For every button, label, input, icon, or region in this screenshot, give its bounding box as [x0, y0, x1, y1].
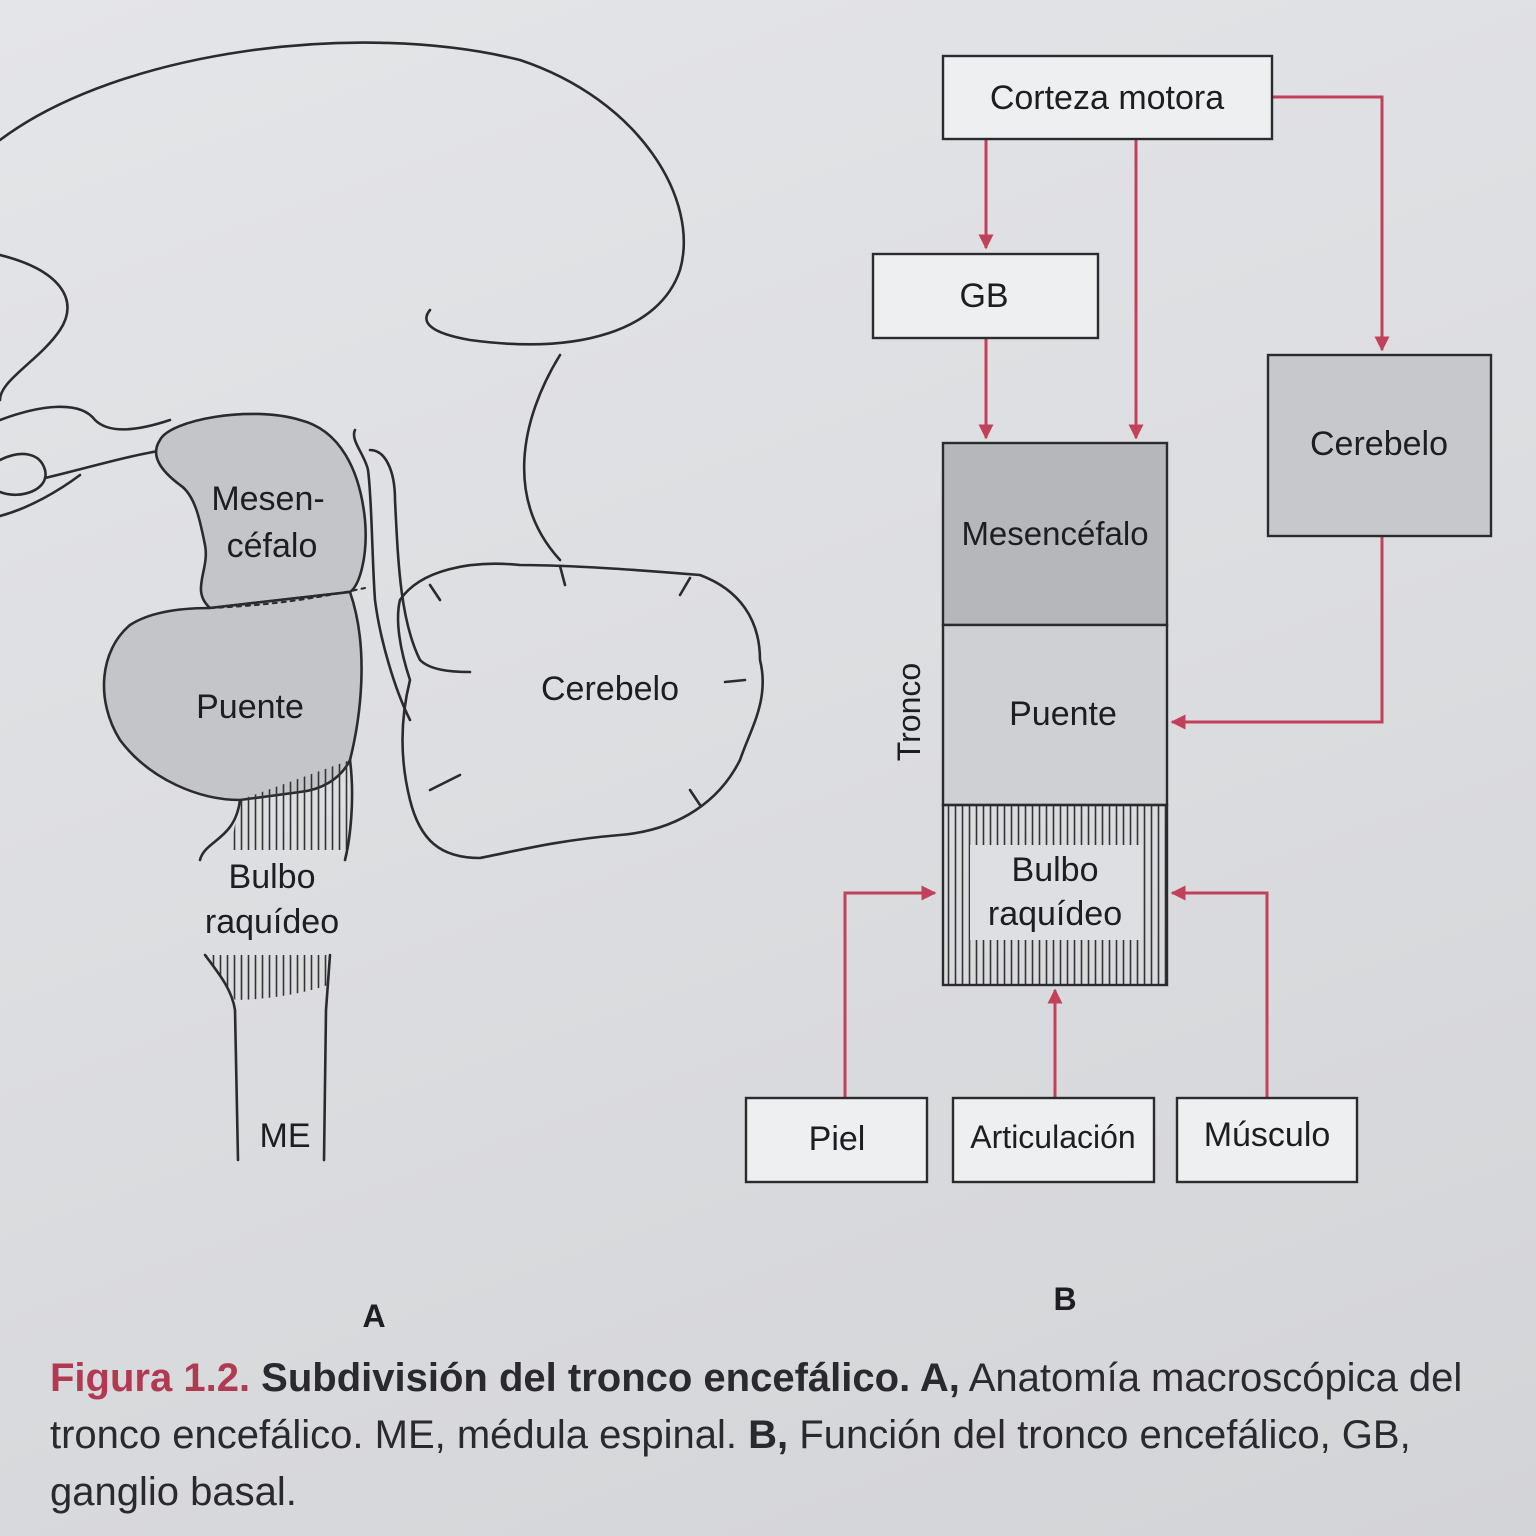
cerebelo-fissure-1 — [428, 583, 442, 602]
bulbo-outline-left — [198, 798, 242, 862]
box-bulbo-label-bg — [970, 845, 1142, 940]
label-a-puente: Puente — [196, 688, 304, 726]
arrow-cerebelo-puente — [1170, 537, 1384, 730]
arrow-corteza-cerebelo — [1272, 95, 1390, 352]
label-b-articulacion: Articulación — [970, 1119, 1135, 1155]
label-b-tronco: Tronco — [891, 663, 927, 761]
panel-b-boxes — [744, 54, 1493, 1184]
caption-b-text: Función del tronco encefálico, GB, gangl… — [50, 1413, 1411, 1514]
panel-letter-a: A — [362, 1298, 385, 1334]
mesencefalo-puente-boundary — [209, 587, 366, 609]
nerve-bundle-2 — [0, 473, 82, 518]
label-b-musculo: Músculo — [1204, 1116, 1331, 1154]
box-piel — [744, 1096, 929, 1184]
box-gb — [871, 252, 1100, 340]
cerebelo-fissure-5 — [688, 788, 702, 807]
label-b-mesencefalo: Mesencéfalo — [961, 515, 1148, 552]
spinal-cord-left — [203, 953, 240, 1162]
spinal-cord-right — [322, 953, 332, 1162]
label-b-cerebelo: Cerebelo — [1310, 425, 1448, 463]
box-musculo — [1175, 1096, 1359, 1184]
cerebelo-fissure-3 — [678, 576, 692, 597]
box-puente — [941, 623, 1169, 807]
label-b-piel: Piel — [809, 1120, 866, 1158]
panel-b-arrows — [843, 95, 1390, 1097]
label-a-bulbo-2: raquídeo — [205, 903, 339, 941]
label-a-mesencefalo-2: céfalo — [227, 527, 318, 565]
arrow-piel-bulbo — [843, 885, 937, 1097]
caption-a-marker: A, — [910, 1356, 960, 1400]
bulbo-outline-right — [343, 758, 354, 862]
mesencefalo-shape — [154, 412, 367, 610]
caption-figure-number: Figura 1.2. — [50, 1356, 251, 1400]
label-a-cerebelo: Cerebelo — [541, 670, 679, 708]
arrow-musculo-bulbo — [1170, 885, 1269, 1097]
label-b-bulbo-1: Bulbo — [1012, 851, 1099, 889]
nerve-upper — [0, 405, 172, 431]
box-articulacion — [951, 1096, 1156, 1184]
box-corteza-motora — [941, 54, 1274, 141]
label-b-puente: Puente — [1009, 695, 1117, 733]
frontal-lobe-outline — [0, 253, 69, 402]
nerve-lower — [0, 452, 47, 497]
caption-a-text: Anatomía macroscópica del tronco encefál… — [50, 1356, 1463, 1457]
puente-shape — [102, 590, 363, 802]
caption-title: Subdivisión del tronco encefálico. — [250, 1356, 911, 1400]
label-a-me: ME — [260, 1117, 311, 1155]
nerve-bundle — [43, 448, 167, 480]
cerebrum-inner-curve — [522, 353, 562, 562]
label-b-gb: GB — [959, 277, 1008, 315]
cerebelo-outline — [396, 562, 765, 860]
box-cerebelo — [1266, 353, 1493, 538]
panel-letter-b: B — [1053, 1281, 1076, 1317]
cerebelo-fissure-4 — [723, 678, 747, 684]
panel-a-anatomy — [0, 41, 765, 1162]
figure-caption: Figura 1.2. Subdivisión del tronco encef… — [50, 1350, 1470, 1521]
cerebelo-fissure-6 — [428, 773, 462, 792]
bulbo-hatch-lower — [205, 955, 330, 1000]
panel-a-labels: Mesen- céfalo Puente Cerebelo Bulbo raqu… — [196, 480, 679, 1334]
label-b-bulbo-2: raquídeo — [988, 895, 1122, 933]
aqueduct-line-1 — [352, 428, 412, 722]
panel-b-labels: Corteza motora GB Cerebelo Mesencéfalo P… — [809, 79, 1448, 1317]
label-b-corteza: Corteza motora — [990, 79, 1224, 117]
cerebrum-outline — [0, 41, 686, 346]
cerebelo-fissure-2 — [558, 564, 567, 587]
label-a-mesencefalo-1: Mesen- — [211, 480, 324, 518]
label-a-bulbo-1: Bulbo — [229, 858, 316, 896]
bulbo-hatch-upper — [230, 760, 352, 850]
box-mesencefalo — [941, 441, 1169, 627]
figure-1-2: Mesen- céfalo Puente Cerebelo Bulbo raqu… — [0, 41, 1493, 1334]
aqueduct-line-2 — [368, 448, 472, 674]
caption-b-marker: B, — [737, 1413, 789, 1457]
